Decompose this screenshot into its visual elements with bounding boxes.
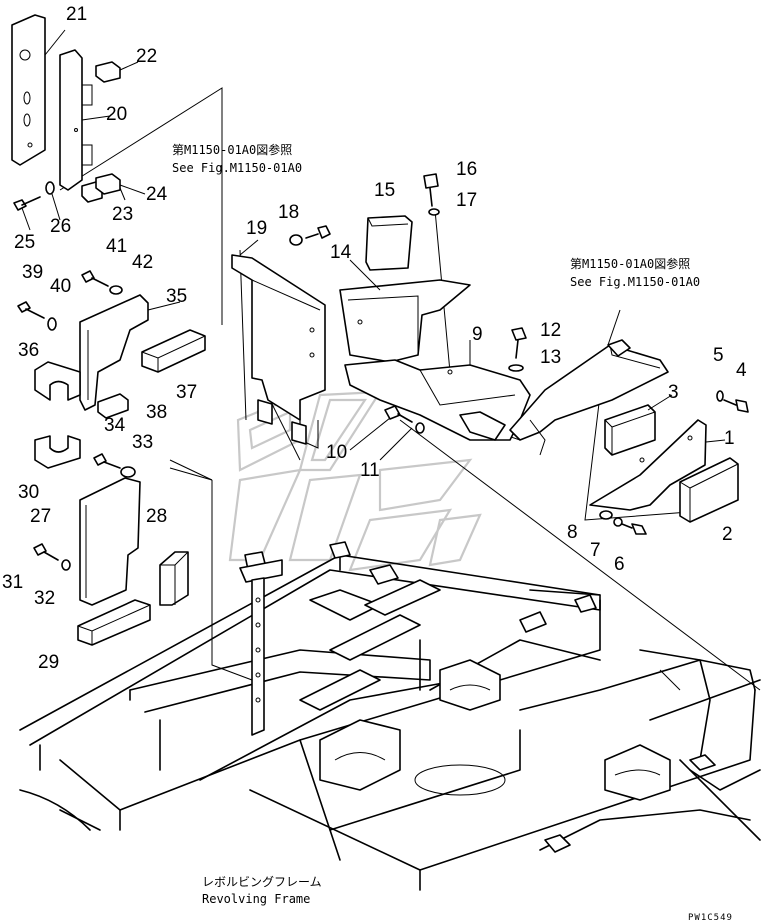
part-19-bracket bbox=[231, 254, 326, 449]
ref-right-en: See Fig.M1150-01A0 bbox=[570, 275, 700, 289]
callout-3: 3 bbox=[668, 382, 679, 403]
bolt-10-11 bbox=[384, 405, 425, 434]
callout-29: 29 bbox=[38, 652, 59, 673]
part-36-clamp bbox=[34, 361, 81, 401]
callout-15: 15 bbox=[374, 180, 395, 201]
bolt-39-40 bbox=[17, 301, 57, 331]
callout-28: 28 bbox=[146, 506, 167, 527]
callout-27: 27 bbox=[30, 506, 51, 527]
callout-22: 22 bbox=[136, 46, 157, 67]
caption-jp: レボルビングフレーム bbox=[202, 875, 322, 889]
part-37-block bbox=[141, 329, 206, 373]
callout-13: 13 bbox=[540, 347, 561, 368]
callout-35: 35 bbox=[166, 286, 187, 307]
callout-42: 42 bbox=[132, 252, 153, 273]
callout-41: 41 bbox=[106, 236, 127, 257]
callout-4: 4 bbox=[736, 360, 747, 381]
bolt-33-34 bbox=[93, 453, 136, 478]
part-15-pad bbox=[365, 215, 413, 271]
drawing-code: PW1C549 bbox=[688, 913, 733, 923]
part-35-plate bbox=[79, 294, 149, 411]
callout-24: 24 bbox=[146, 184, 168, 205]
bolt-25 bbox=[13, 181, 55, 211]
callout-40: 40 bbox=[50, 276, 71, 297]
callout-14: 14 bbox=[330, 242, 352, 263]
ref-left-en: See Fig.M1150-01A0 bbox=[172, 161, 302, 175]
callout-23: 23 bbox=[112, 204, 133, 225]
bolt-18 bbox=[289, 225, 331, 246]
part-3-pad bbox=[604, 404, 656, 456]
right-bracket bbox=[509, 339, 669, 456]
bolt-31-32 bbox=[33, 543, 71, 571]
callout-38: 38 bbox=[146, 402, 167, 423]
callout-20: 20 bbox=[106, 104, 127, 125]
frame-caption: レボルビングフレーム Revolving Frame bbox=[202, 875, 322, 906]
callout-10: 10 bbox=[326, 442, 347, 463]
callout-1: 1 bbox=[724, 428, 735, 449]
callout-6: 6 bbox=[614, 554, 625, 575]
callout-16: 16 bbox=[456, 159, 477, 180]
callout-33: 33 bbox=[132, 432, 153, 453]
callout-30: 30 bbox=[18, 482, 39, 503]
callout-21: 21 bbox=[66, 4, 87, 25]
bolt-41-42 bbox=[81, 270, 123, 295]
callout-17: 17 bbox=[456, 190, 477, 211]
bolt-12-13 bbox=[508, 327, 527, 372]
part-20-plate bbox=[59, 49, 93, 191]
ref-right-jp: 第M1150-01A0図参照 bbox=[570, 256, 690, 271]
bolt-16-17 bbox=[423, 173, 440, 216]
callout-8: 8 bbox=[567, 522, 578, 543]
callout-9: 9 bbox=[472, 324, 483, 345]
callout-36: 36 bbox=[18, 340, 39, 361]
callout-32: 32 bbox=[34, 588, 55, 609]
caption-en: Revolving Frame bbox=[202, 892, 310, 906]
revolving-frame bbox=[19, 554, 761, 891]
reference-notes: 第M1150-01A0図参照 See Fig.M1150-01A0 第M1150… bbox=[172, 142, 700, 289]
ref-left-jp: 第M1150-01A0図参照 bbox=[172, 142, 292, 157]
callout-2: 2 bbox=[722, 524, 733, 545]
callout-18: 18 bbox=[278, 202, 299, 223]
part-14-cover bbox=[339, 279, 471, 363]
callout-25: 25 bbox=[14, 232, 35, 253]
part-9-bracket bbox=[344, 359, 531, 441]
part-21-bar bbox=[11, 14, 46, 166]
frame-inner-parts bbox=[239, 541, 716, 853]
callout-7: 7 bbox=[590, 540, 601, 561]
part-38-block bbox=[97, 393, 129, 419]
callout-39: 39 bbox=[22, 262, 43, 283]
callout-12: 12 bbox=[540, 320, 561, 341]
callout-19: 19 bbox=[246, 218, 267, 239]
leader-lines bbox=[21, 29, 726, 691]
bolt-4-5 bbox=[716, 390, 749, 413]
block-parts bbox=[81, 61, 121, 203]
callout-numbers: 1 2 3 4 5 6 7 8 9 10 11 12 13 14 15 16 1… bbox=[2, 4, 747, 673]
bolt-6-7-8 bbox=[599, 510, 647, 535]
callout-5: 5 bbox=[713, 345, 724, 366]
callout-37: 37 bbox=[176, 382, 197, 403]
callout-11: 11 bbox=[360, 460, 380, 481]
callout-34: 34 bbox=[104, 415, 126, 436]
part-30-clamp bbox=[34, 435, 81, 469]
callout-26: 26 bbox=[50, 216, 71, 237]
part-29-block bbox=[77, 599, 151, 646]
part-27-plate bbox=[79, 467, 213, 606]
part-1-plate bbox=[589, 419, 707, 511]
callout-31: 31 bbox=[2, 572, 23, 593]
part-2-pad bbox=[679, 457, 739, 523]
part-28-pad bbox=[159, 551, 189, 606]
